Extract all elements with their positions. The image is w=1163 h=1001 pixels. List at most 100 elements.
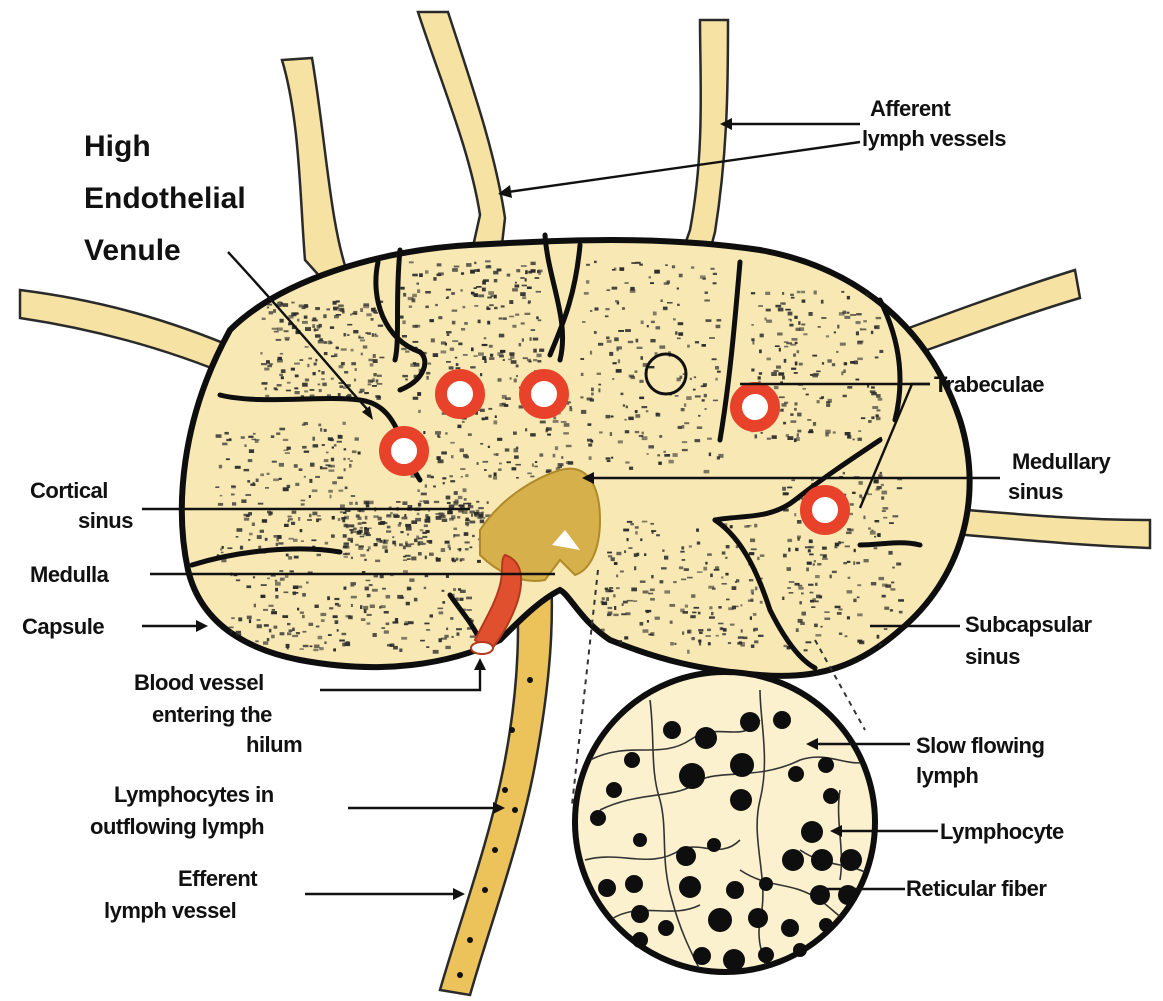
lymphocyte-speck [678, 426, 683, 429]
lymphocyte-speck [830, 575, 832, 579]
lymphocyte-speck [525, 270, 528, 274]
lymphocyte-speck [454, 502, 458, 506]
lymphocyte-speck [422, 536, 427, 538]
lymphocyte-speck [843, 311, 847, 314]
lymphocyte-speck [750, 539, 755, 543]
lymphocyte-speck [642, 521, 647, 523]
lymphocyte-speck [709, 606, 712, 609]
lymphocyte-speck [856, 562, 860, 564]
lymphocyte-speck [282, 303, 288, 307]
lymphocyte-speck [216, 434, 222, 438]
lymphocyte-speck [293, 586, 298, 590]
lymphocyte-speck [682, 441, 687, 443]
lymphocyte-speck [790, 413, 793, 416]
lymphocyte-speck [816, 371, 820, 373]
lymphocyte-speck [698, 629, 703, 631]
lymphocyte-speck [456, 363, 459, 366]
lymphocyte-speck [678, 322, 684, 325]
lymphocyte-speck [347, 324, 352, 326]
lymphocyte-speck [241, 436, 245, 439]
lymphocyte-speck [460, 289, 462, 291]
lymphocyte-speck [346, 615, 351, 617]
lymphocyte-speck [424, 587, 427, 589]
venule-ring-icon [385, 432, 423, 470]
lymphocyte-speck [267, 473, 270, 475]
lymphocyte-speck [270, 512, 273, 515]
lymphocyte-speck [300, 529, 303, 532]
lymphocyte-speck [726, 545, 730, 548]
lymphocyte-speck [859, 641, 864, 645]
lymphocyte-speck [522, 296, 526, 299]
lymphocyte-speck [799, 363, 803, 366]
lymphocyte-speck [495, 415, 497, 418]
lymphocyte-speck [441, 451, 447, 454]
lymphocyte-speck [802, 300, 806, 303]
lymphocyte-speck [301, 503, 305, 505]
lymphocyte-speck [664, 590, 670, 593]
lymphocyte-speck [499, 463, 502, 465]
lymphocyte-speck [401, 287, 405, 290]
lymphocyte-speck [324, 352, 328, 355]
lymphocyte-speck [288, 520, 290, 522]
lymphocyte-speck [403, 293, 406, 297]
lymphocyte-speck [272, 461, 277, 463]
lymphocyte-speck [435, 431, 441, 435]
lymphocyte-speck [639, 264, 643, 266]
lymphocyte-speck [402, 501, 407, 505]
lymphocyte-speck [832, 363, 835, 366]
lymphocyte-speck [457, 632, 460, 635]
lymphocyte-speck [463, 488, 467, 492]
lymphocyte-speck [400, 531, 403, 533]
lymphocyte-speck [715, 366, 719, 370]
lymphocyte-speck [848, 577, 851, 579]
lymphocyte-speck [813, 422, 816, 426]
lymphocyte-speck [344, 333, 347, 336]
lymphocyte-speck [463, 354, 468, 356]
lymphocyte-speck [386, 530, 391, 532]
lymphocyte-speck [433, 486, 436, 488]
lymphocyte-speck [584, 292, 589, 295]
lymphocyte-speck [675, 331, 677, 335]
lymphocyte-speck [538, 319, 542, 321]
lymphocyte-speck [809, 554, 814, 556]
lymphocyte-speck [273, 309, 276, 313]
lymphocyte-speck [262, 382, 268, 385]
lymphocyte-speck [834, 332, 836, 334]
lymphocyte-speck [817, 563, 821, 566]
lymphocyte-speck [691, 594, 695, 598]
lymphocyte-speck [823, 554, 827, 558]
lymphocyte-speck [536, 316, 539, 319]
lymphocyte-speck [488, 475, 491, 478]
lymphocyte-speck [470, 270, 475, 274]
lymphocyte-speck [703, 567, 707, 571]
lymphocyte-speck [264, 368, 269, 371]
lymphocyte-speck [263, 609, 268, 611]
lymphocyte-speck [536, 291, 541, 293]
lymphocyte-speck [379, 606, 381, 608]
lymphocyte-speck [465, 522, 469, 526]
lymphocyte-speck [808, 584, 813, 586]
lymphocyte-speck [462, 421, 465, 423]
lymphocyte-speck [445, 646, 450, 649]
lymphocyte-speck [449, 547, 451, 550]
lymphocyte-speck [795, 583, 800, 586]
lymphocyte-speck [791, 297, 795, 299]
lymphocyte-speck [841, 291, 844, 293]
lymphocyte-speck [561, 421, 567, 423]
lymphocyte-speck [302, 631, 306, 633]
lymphocyte-speck [402, 335, 407, 338]
lymphocyte-speck [705, 408, 707, 410]
lymphocyte-speck [537, 354, 542, 358]
lymphocyte-speck [755, 434, 758, 438]
lymphocyte-speck [788, 548, 790, 552]
lymphocyte-speck [433, 650, 439, 654]
lymphocyte-speck [236, 634, 241, 636]
lymphocyte-speck [617, 346, 622, 349]
lymphocyte-speck [407, 558, 411, 560]
lymphocyte-speck [689, 545, 692, 547]
lymphocyte-speck [482, 288, 486, 292]
lymphocyte-speck [498, 468, 502, 471]
lymphocyte-speck [470, 636, 475, 638]
lymphocyte-speck [409, 306, 412, 308]
lymphocyte-speck [558, 463, 564, 466]
